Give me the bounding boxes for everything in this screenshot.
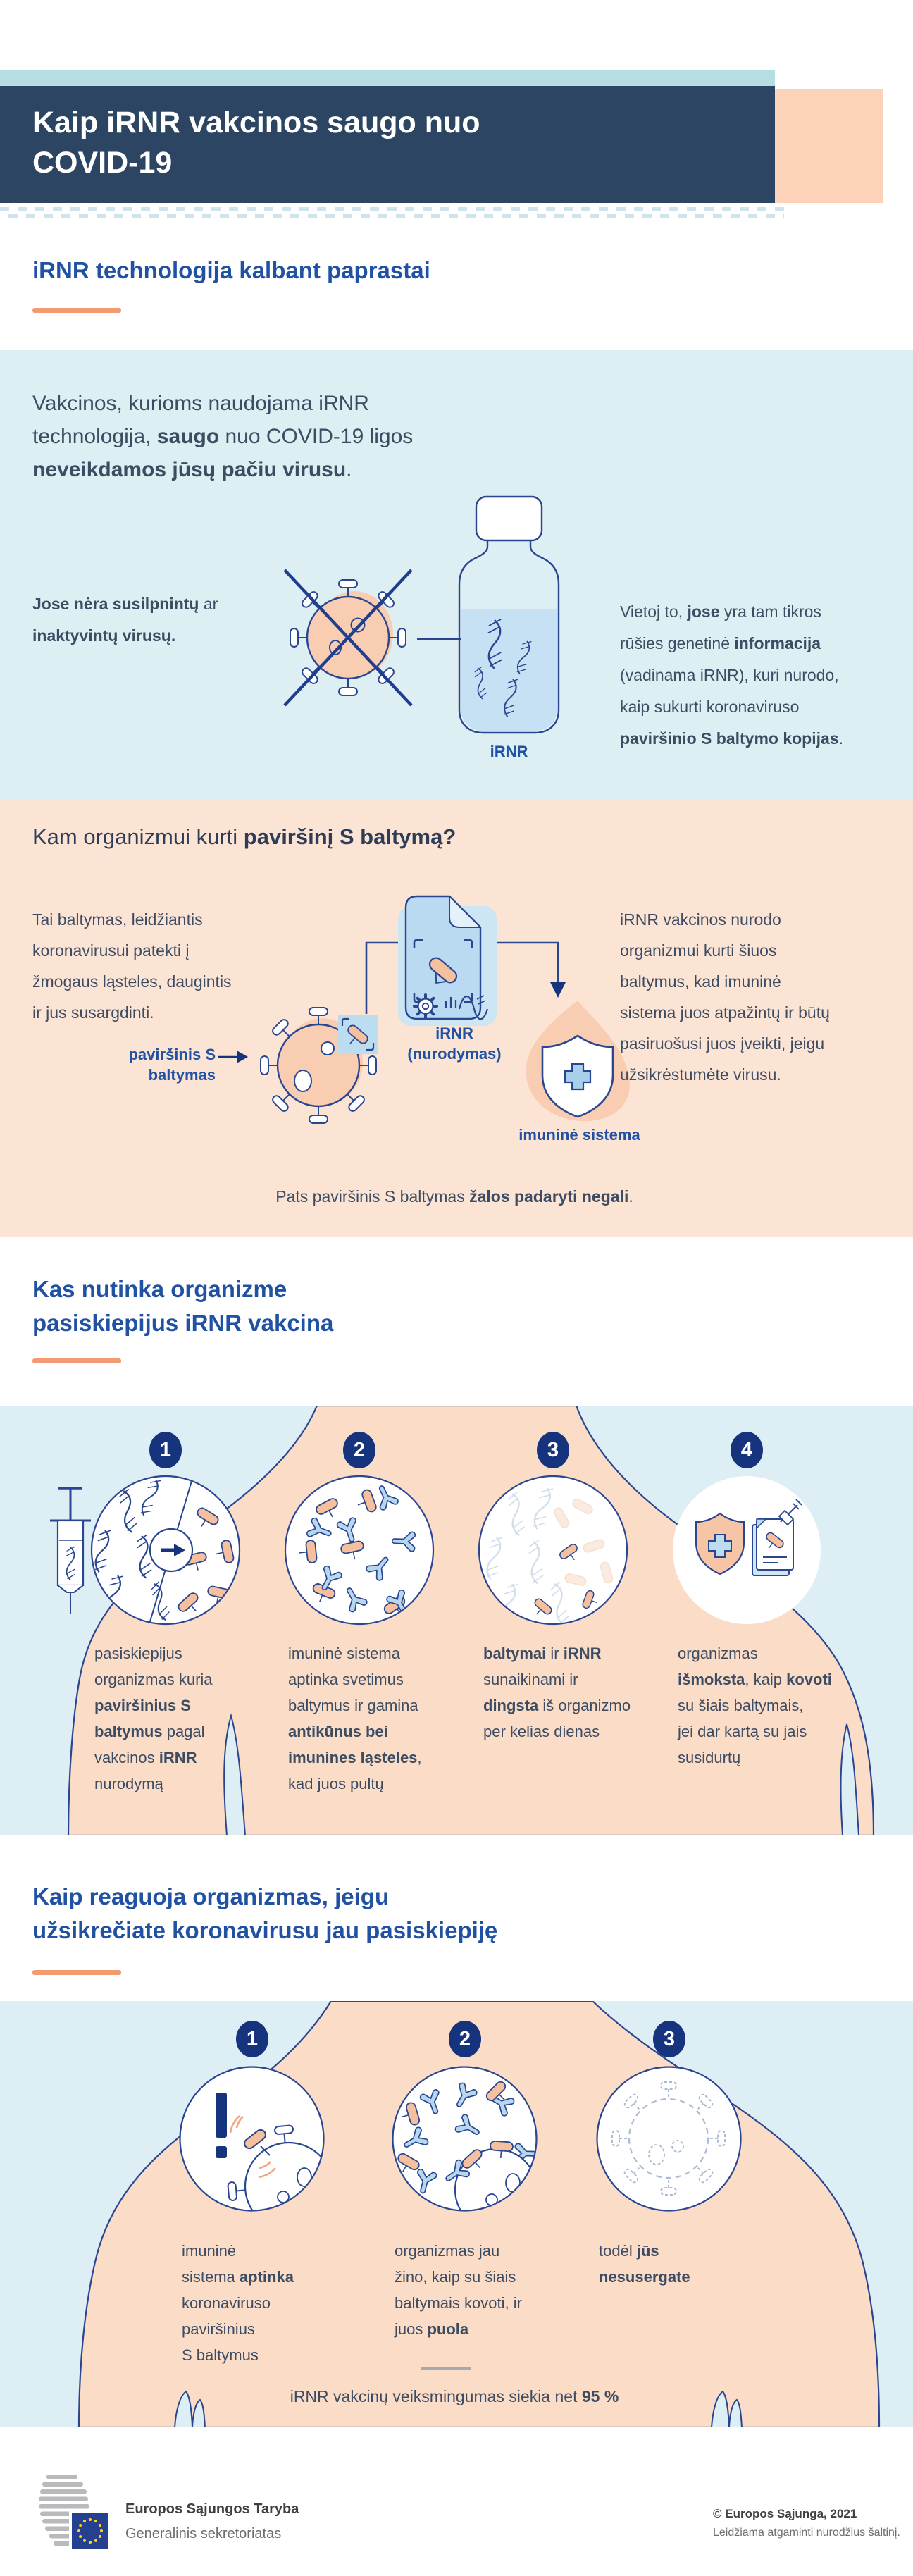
step2-illustration [284,1475,435,1626]
connector-line [417,638,472,640]
page-title: Kaip iRNR vakcinos saugo nuo COVID-19 [32,106,480,180]
section3-heading: Kas nutinka organizme pasiskiepijus iRNR… [32,1276,334,1336]
gear-icon [413,993,438,1019]
vaccine-record-icon [752,1499,802,1576]
section1-background [0,350,913,799]
reaction-step3-text: todėl jūs nesusergate [599,2242,690,2286]
instruction-note: Vietoj to, jose yra tam tikros rūšies ge… [620,602,843,748]
intro-paragraph: Vakcinos, kurioms naudojama iRNR technol… [32,392,414,481]
effectiveness-note: iRNR vakcinų veiksmingumas siekia net 95… [290,2387,619,2405]
irnr-instruction-label: iRNR (nurodymas) [407,1024,502,1063]
irnr-diagram [218,895,630,1124]
teal-accent-bar [0,70,775,86]
immune-shield-icon [526,1001,630,1122]
heading-underline [32,1358,121,1363]
harmless-note: Pats paviršinis S baltymas žalos padaryt… [275,1187,633,1206]
peach-accent-block [775,89,883,203]
label-arrow-icon [237,1051,248,1063]
small-divider [421,2367,471,2370]
footer-org-dept: Generalinis sekretoriatas [125,2526,282,2541]
heading-underline [32,1970,121,1975]
step-badge-3: 3 [537,1432,569,1468]
step3-illustration [478,1475,628,1626]
detect-illustration [179,2066,325,2212]
section4-heading: Kaip reaguoja organizmas, jeigu užsikreč… [32,1883,498,1943]
step-badge-3: 3 [653,2021,685,2057]
step4-illustration [673,1476,821,1624]
section2-heading: Kam organizmui kurti paviršinį S baltymą… [32,824,456,849]
irnr-instruction-card-icon [398,895,497,1026]
diagram-connector-right [480,941,559,984]
header-banner [0,86,775,203]
syringe-icon [50,1487,91,1614]
scan-brackets-icon [413,939,473,1003]
step-badge-1: 1 [149,1432,182,1468]
ghost-virus-icon [611,2081,726,2196]
eu-flag-icon [69,2510,111,2552]
alert-spike-icon [244,2129,266,2150]
syringe-glyph-icon [778,1499,802,1526]
irnr-vaccine-note: iRNR vakcinos nurodo organizmui kurti ši… [620,910,830,1084]
step-badge-4: 4 [731,1432,763,1468]
step1-illustration [90,1475,241,1626]
spike-protein-note: Tai baltymas, leidžiantis koronavirusui … [32,910,232,1022]
attack-illustration [392,2066,538,2212]
reaction-step1-text: imuninė sistema aptinka koronaviruso pav… [182,2242,294,2364]
s-protein-pill-icon [428,957,458,984]
exclamation-icon [216,2093,227,2138]
step2-text: imuninė sistema aptinka svetimus baltymu… [288,1645,422,1792]
arrow-down-icon [550,982,566,998]
step-badge-1: 1 [236,2021,268,2057]
section1-heading: iRNR technologija kalbant paprastai [32,257,430,283]
medical-cross-icon [564,1063,592,1091]
step-badge-2: 2 [449,2021,481,2057]
coronavirus-icon [260,1007,378,1124]
step4-text: organizmas išmoksta, kaip kovoti su šiai… [678,1645,832,1766]
step1-text: pasiskiepijus organizmas kuria paviršini… [94,1645,213,1792]
spike-protein-label: paviršinis S baltymas [128,1046,216,1084]
footer-license: Leidžiama atgaminti nurodžius šaltinį. [713,2527,900,2539]
footer-org-name: Europos Sąjungos Taryba [125,2501,299,2517]
alert-waves-icon [229,2115,276,2179]
immune-system-label: imuninė sistema [518,1126,640,1144]
footer-copyright: © Europos Sąjunga, 2021 [713,2507,857,2520]
step-badge-2: 2 [343,1432,375,1468]
learned-shield-icon [695,1512,745,1575]
hand-fingers-right [710,2390,743,2427]
reaction-step2-text: organizmas jau žino, kaip su šiais balty… [395,2242,522,2338]
waveform-icon [445,995,489,1020]
heading-underline [32,308,121,313]
no-virus-note: Jose nėra susilpnintų ar inaktyvintų vir… [32,595,218,645]
vial-label: iRNR [490,743,528,760]
diagram-connector-left [365,941,406,1014]
step3-text: baltymai ir iRNR sunaikinami ir dingsta … [483,1645,631,1740]
hand-fingers-left [173,2390,206,2427]
eu-council-logo [39,2475,111,2552]
arrow-right-icon [174,1544,185,1556]
vaccine-vial-icon [458,495,560,734]
crossed-virus-icon [283,569,413,707]
virus-gone-illustration [596,2066,742,2212]
dotted-pattern-band [0,207,784,218]
